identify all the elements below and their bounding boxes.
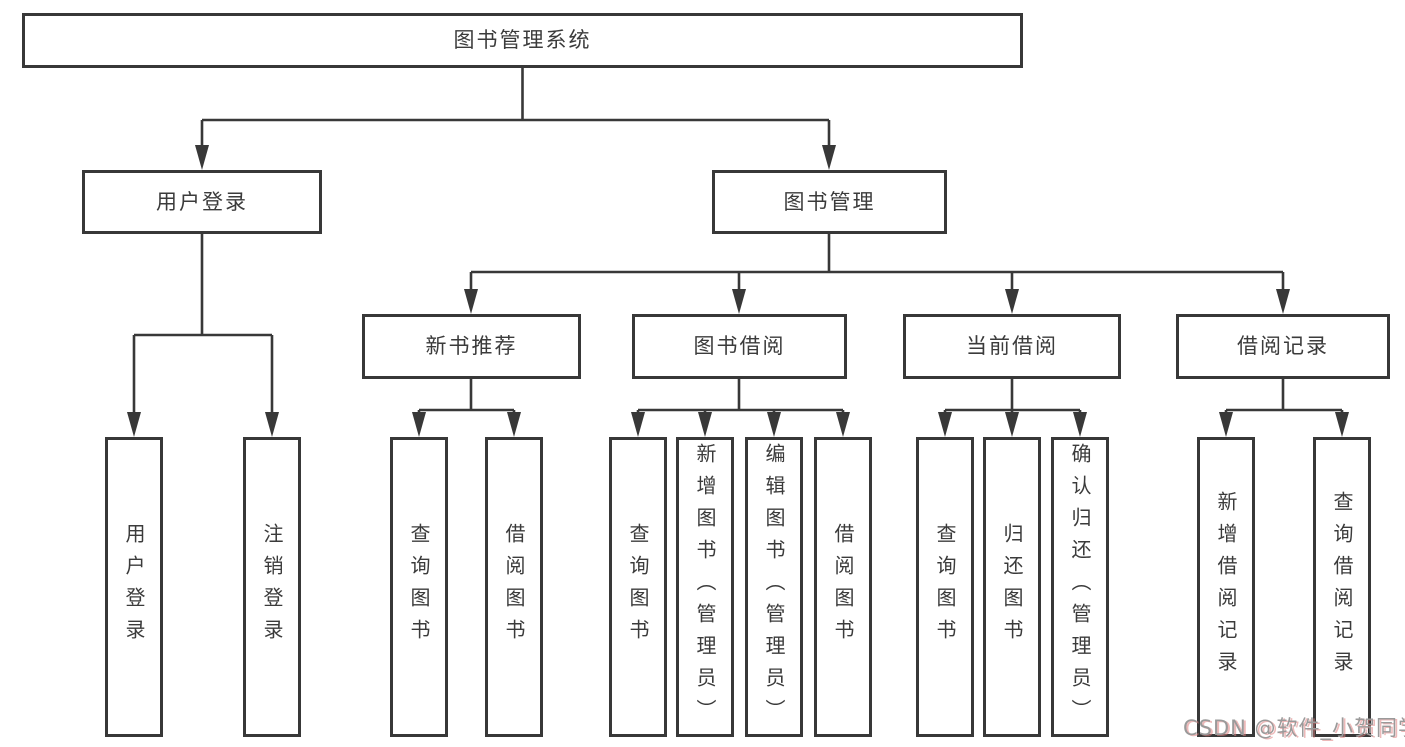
leaf-borrowing-query-books: 查询图书 (609, 437, 667, 737)
leaf-current-query-books: 查询图书 (916, 437, 974, 737)
trunk-book-borrowing-branch (638, 379, 843, 412)
trunk-current-borrowing-branch (945, 379, 1080, 412)
leaf-borrowing-add-books-admin: 新增图书（管理员） (676, 437, 734, 737)
node-book-management: 图书管理 (712, 170, 947, 234)
leaf-borrowing-edit-books-admin: 编辑图书（管理员） (745, 437, 803, 737)
trunk-new-book-branch (419, 379, 514, 412)
trunk-user-login-branch (134, 234, 272, 337)
leaf-current-confirm-return-admin: 确认归还（管理员） (1051, 437, 1109, 737)
node-new-book-recommendation: 新书推荐 (362, 314, 581, 379)
leaf-logout-login: 注销登录 (243, 437, 301, 737)
leaf-user-login: 用户登录 (105, 437, 163, 737)
leaf-records-query-borrow-record: 查询借阅记录 (1313, 437, 1371, 737)
node-current-borrowing: 当前借阅 (903, 314, 1121, 379)
trunk-root-to-level2 (202, 68, 829, 122)
leaf-borrowing-borrow-books: 借阅图书 (814, 437, 872, 737)
leaf-recommend-query-books: 查询图书 (390, 437, 448, 737)
trunk-borrowing-records-branch (1226, 379, 1342, 412)
leaf-records-add-borrow-record: 新增借阅记录 (1197, 437, 1255, 737)
leaf-current-return-books: 归还图书 (983, 437, 1041, 737)
trunk-book-management-branch (471, 234, 1283, 274)
watermark-text: CSDN @软件_小贺同学 (1183, 716, 1405, 740)
node-borrowing-records: 借阅记录 (1176, 314, 1390, 379)
node-root-book-management-system: 图书管理系统 (22, 13, 1023, 68)
leaf-recommend-borrow-books: 借阅图书 (485, 437, 543, 737)
arrowheads (127, 120, 1349, 437)
node-user-login: 用户登录 (82, 170, 322, 234)
node-book-borrowing: 图书借阅 (632, 314, 847, 379)
